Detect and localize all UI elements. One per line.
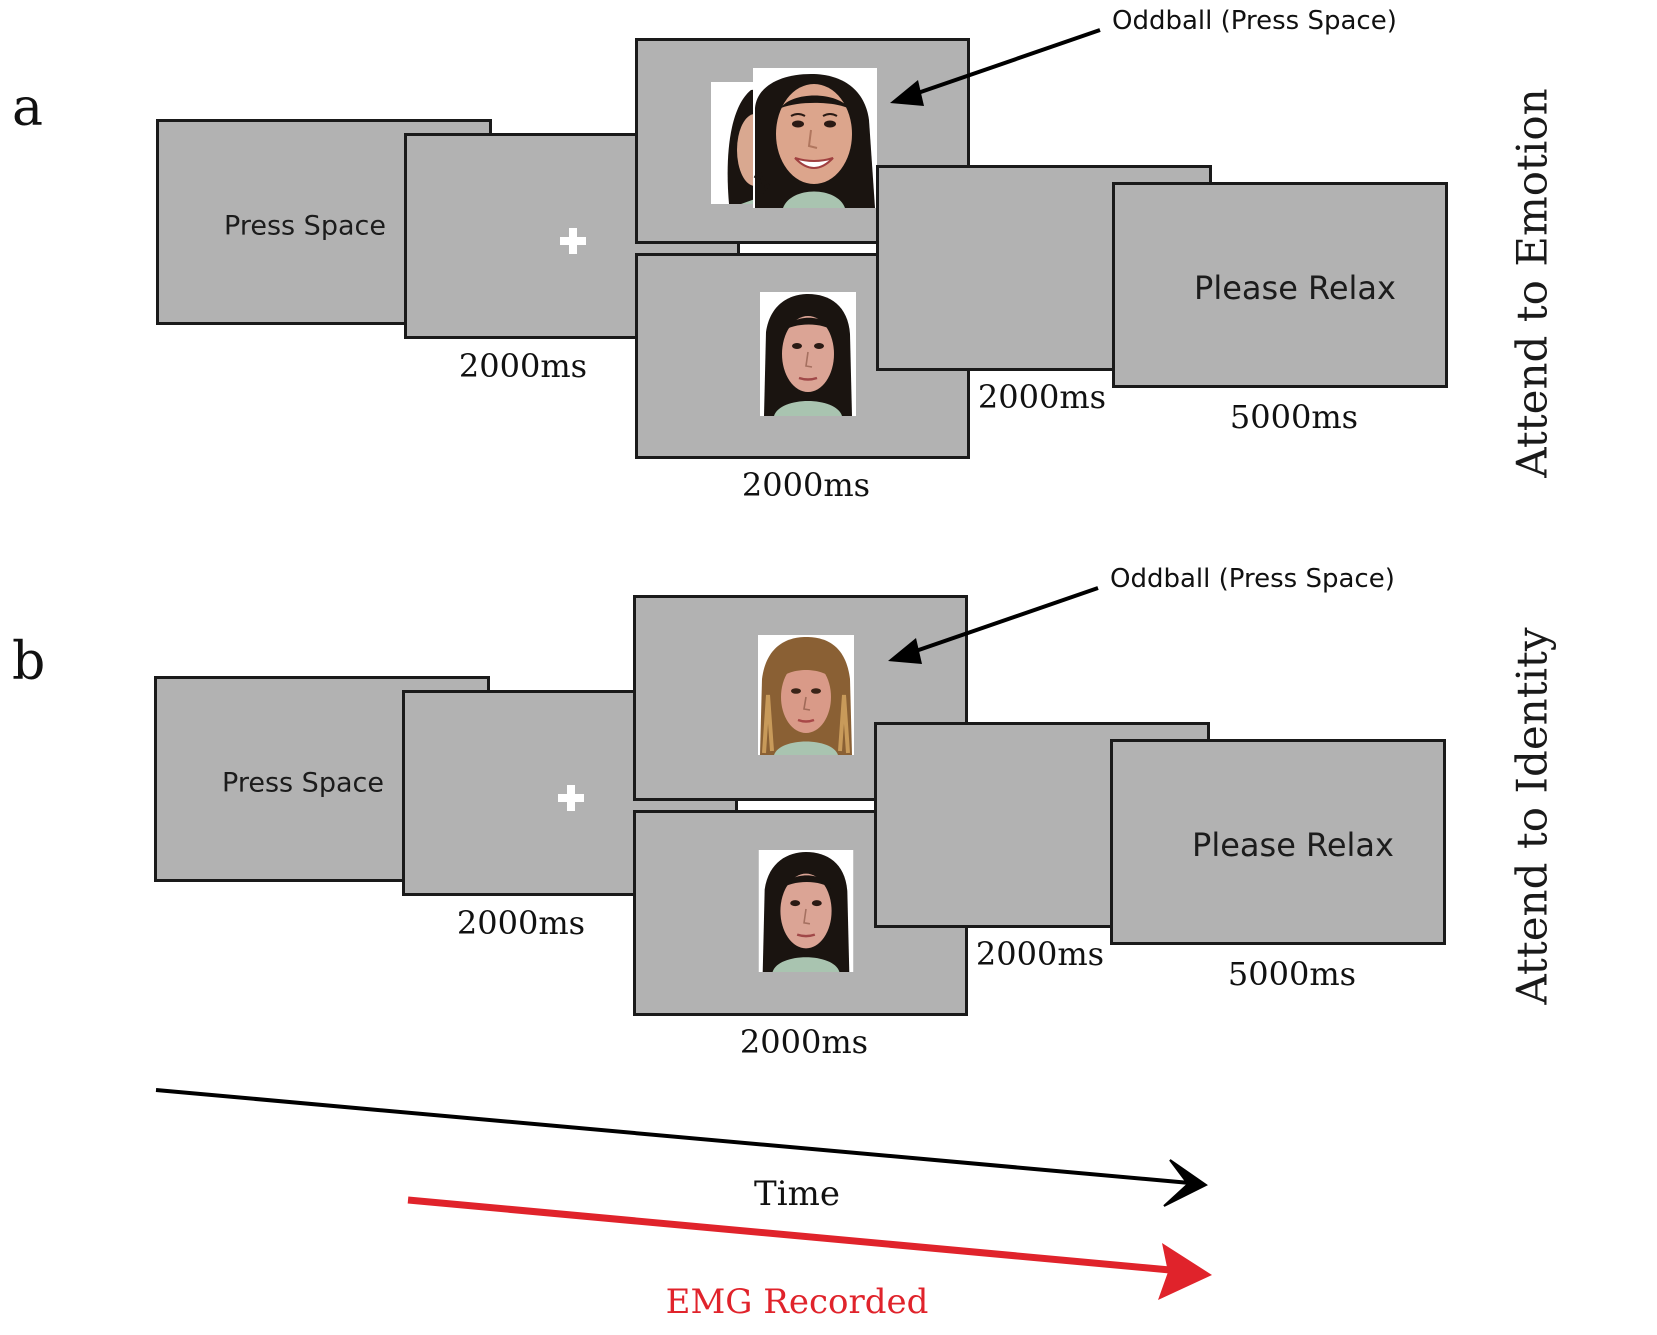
oddball-label: Oddball (Press Space) [1110,564,1395,594]
fixation-cross-icon [558,785,584,811]
fixation-cross-icon [560,228,586,254]
relax-screen: Please Relax [1112,182,1448,388]
oddball-arrow-icon [890,28,1101,106]
time-arrow-icon [155,1088,1208,1207]
fixation-duration: 2000ms [458,347,588,385]
neutral-face-photo [758,850,854,972]
relax-screen: Please Relax [1110,739,1446,945]
oddball-label: Oddball (Press Space) [1112,6,1397,36]
emg-arrow-icon [407,1196,1212,1300]
blank-duration: 2000ms [977,378,1107,416]
relax-screen-text: Please Relax [1194,269,1396,307]
blonde-face-photo [758,635,854,755]
start-screen-text: Press Space [222,767,384,799]
emg-recorded-label: EMG Recorded [665,1282,929,1322]
blank-duration: 2000ms [975,935,1105,973]
panel-b-letter: b [12,632,46,692]
time-label: Time [754,1174,840,1214]
start-screen-text: Press Space [224,210,386,242]
relax-duration: 5000ms [1227,955,1357,993]
relax-duration: 5000ms [1229,398,1359,436]
panel-a-letter: a [12,78,44,138]
face-duration: 2000ms [739,1023,869,1061]
face-duration: 2000ms [741,466,871,504]
oddball-arrow-icon [888,586,1099,664]
relax-screen-text: Please Relax [1192,826,1394,864]
smiling-face-photo [711,68,877,208]
fixation-duration: 2000ms [456,904,586,942]
neutral-face-photo [760,292,856,416]
